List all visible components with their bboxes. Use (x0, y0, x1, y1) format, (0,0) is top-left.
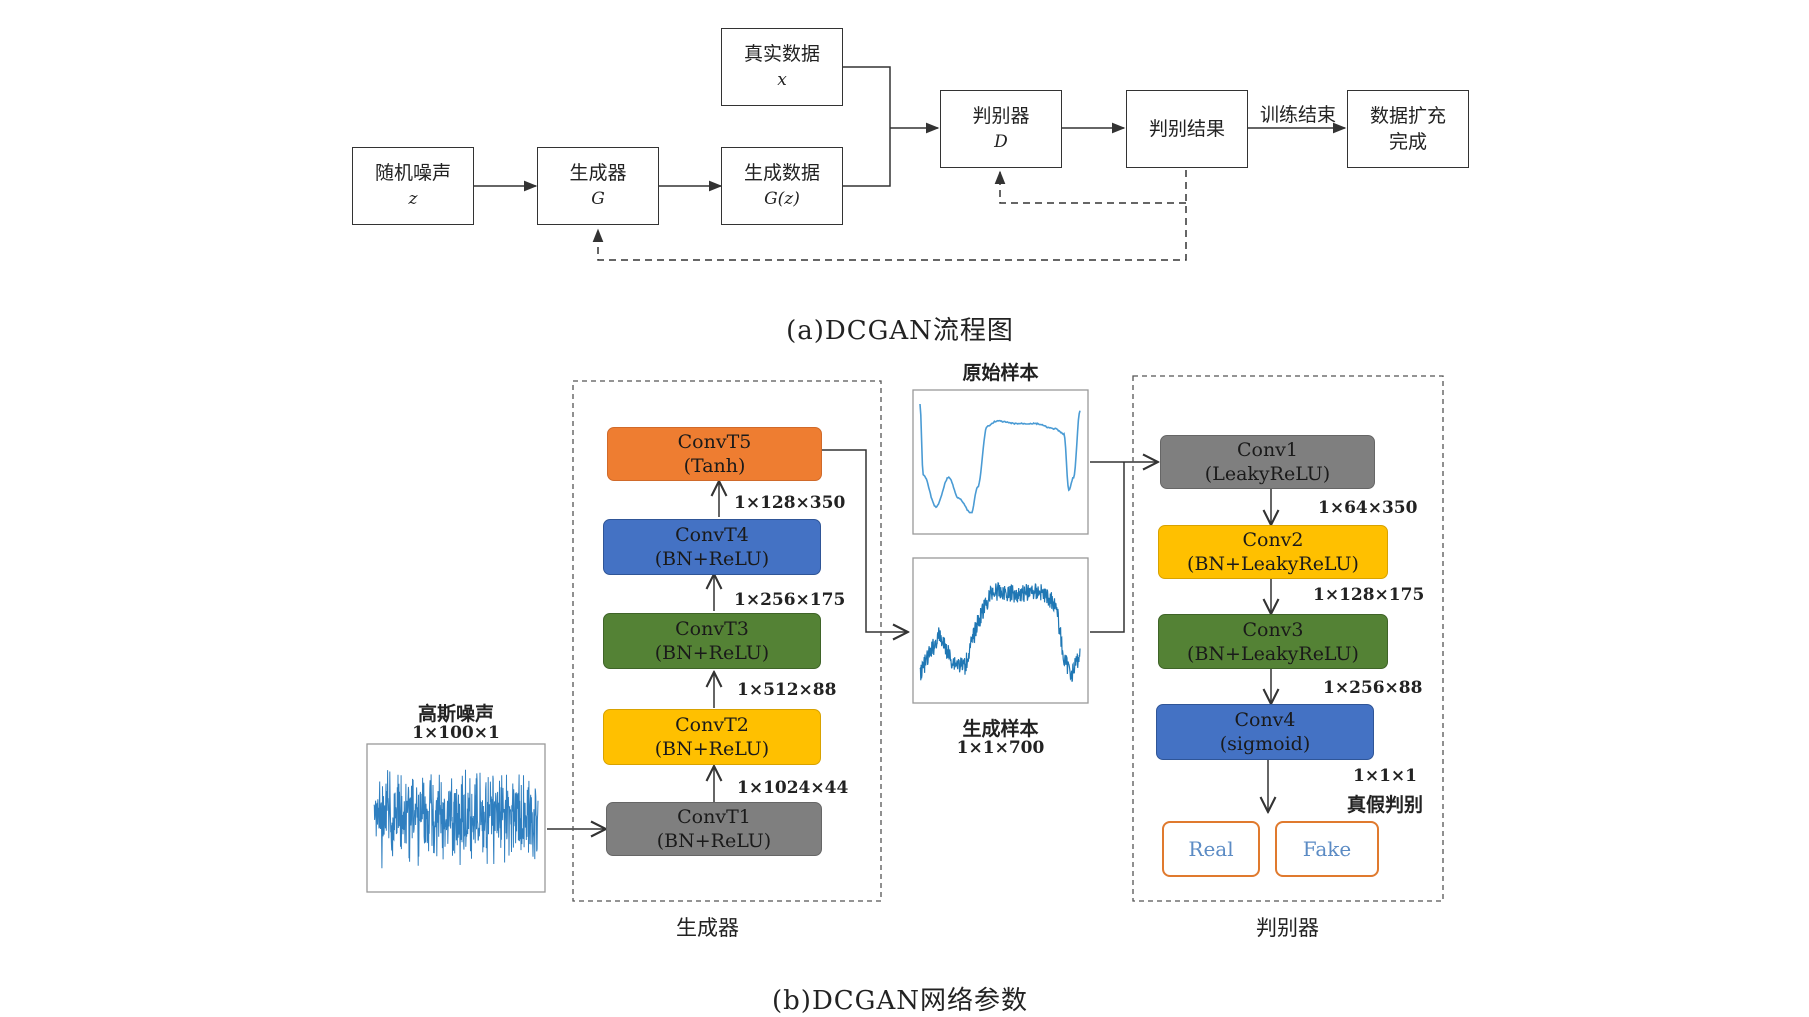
layer-conv3: Conv3 (BN+LeakyReLU) (1158, 614, 1388, 669)
real-data-box: 真实数据 x (721, 28, 843, 106)
layer-conv3-name: Conv3 (1242, 618, 1304, 641)
layer-convt2: ConvT2 (BN+ReLU) (603, 709, 821, 765)
layer-convt5-act: (Tanh) (683, 455, 746, 477)
generator-label: 生成器 (569, 162, 627, 184)
line-realdata-merge (843, 66, 891, 128)
layer-convt4-name: ConvT4 (675, 524, 749, 546)
layer-conv2: Conv2 (BN+LeakyReLU) (1158, 525, 1388, 579)
discriminator-box: 判别器 D (940, 90, 1062, 168)
output-label: 真假判别 (1346, 794, 1423, 816)
layer-conv2-name: Conv2 (1242, 529, 1304, 551)
caption-a: (a)DCGAN流程图 (786, 316, 1014, 346)
layer-conv3-act: (BN+LeakyReLU) (1187, 642, 1359, 665)
layer-convt3-act: (BN+ReLU) (654, 642, 770, 664)
gaussian-noise-signal (373, 769, 539, 869)
caption-b: (b)DCGAN网络参数 (772, 986, 1028, 1016)
generated-sample-title: 生成样本 (962, 718, 1039, 740)
layer-conv4-name: Conv4 (1234, 709, 1296, 731)
line-generated-to-discriminator (1090, 462, 1125, 633)
layer-conv1-name: Conv1 (1236, 439, 1299, 461)
done-line2: 完成 (1388, 131, 1427, 153)
generator-symbol: G (591, 189, 605, 209)
generated-sample-dim: 1×1×700 (956, 738, 1045, 758)
original-sample-image-frame (912, 389, 1089, 535)
gaussian-noise-dim: 1×100×1 (412, 723, 500, 743)
layer-convt1-name: ConvT1 (677, 806, 751, 828)
generator-box: 生成器 G (537, 147, 659, 225)
generated-data-label: 生成数据 (743, 162, 820, 184)
result-label: 判别结果 (1148, 118, 1225, 140)
layer-conv2-act: (BN+LeakyReLU) (1187, 553, 1359, 575)
real-data-symbol: x (777, 70, 787, 90)
dashed-feedback-discriminator (994, 170, 1186, 204)
output-dim: 1×1×1 (1353, 766, 1417, 786)
random-noise-symbol: z (408, 189, 418, 209)
line-gendata-merge (843, 128, 891, 187)
layer-convt4: ConvT4 (BN+ReLU) (603, 519, 821, 575)
disc-dim-1: 1×64×350 (1318, 498, 1418, 518)
layer-convt4-act: (BN+ReLU) (654, 548, 770, 570)
layer-convt2-act: (BN+ReLU) (654, 738, 770, 760)
gen-dim-1: 1×128×350 (734, 493, 846, 513)
arrow-convt5-to-generated (822, 449, 908, 632)
output-fake-box: Fake (1275, 821, 1379, 877)
generator-frame (572, 380, 882, 902)
generated-sample-signal (919, 581, 1081, 682)
layer-convt1-act: (BN+ReLU) (656, 830, 772, 852)
done-box: 数据扩充 完成 (1347, 90, 1469, 168)
disc-dim-3: 1×256×88 (1323, 678, 1423, 698)
layer-convt3-name: ConvT3 (675, 618, 749, 640)
disc-dim-2: 1×128×175 (1313, 585, 1425, 605)
original-sample-title: 原始样本 (962, 362, 1039, 384)
random-noise-box: 随机噪声 z (352, 147, 474, 225)
gaussian-noise-title: 高斯噪声 (417, 703, 494, 725)
generated-data-symbol: G(z) (764, 189, 800, 209)
result-box: 判别结果 (1126, 90, 1248, 168)
layer-convt5-name: ConvT5 (677, 431, 752, 453)
train-end-label: 训练结束 (1259, 104, 1336, 126)
layer-conv1-act: (LeakyReLU) (1204, 463, 1331, 485)
layer-convt5: ConvT5 (Tanh) (607, 427, 822, 481)
dashed-feedback-generator (592, 170, 1187, 261)
layer-conv4-act: (sigmoid) (1219, 733, 1311, 755)
gen-dim-4: 1×1024×44 (737, 778, 849, 798)
layer-convt1: ConvT1 (BN+ReLU) (606, 802, 822, 856)
gen-dim-2: 1×256×175 (734, 590, 846, 610)
discriminator-label: 判别器 (972, 105, 1030, 127)
layer-convt3: ConvT3 (BN+ReLU) (603, 613, 821, 669)
gen-dim-3: 1×512×88 (737, 680, 837, 700)
done-line1: 数据扩充 (1369, 105, 1446, 127)
discriminator-frame (1132, 375, 1444, 902)
generated-data-box: 生成数据 G(z) (721, 147, 843, 225)
discriminator-symbol: D (994, 132, 1008, 152)
layer-conv4: Conv4 (sigmoid) (1156, 704, 1374, 760)
layer-convt2-name: ConvT2 (675, 714, 749, 736)
layer-conv1: Conv1 (LeakyReLU) (1160, 435, 1375, 489)
output-real-box: Real (1162, 821, 1260, 877)
generator-section-label: 生成器 (676, 916, 739, 940)
real-data-label: 真实数据 (743, 43, 820, 65)
random-noise-label: 随机噪声 (374, 162, 451, 184)
discriminator-section-label: 判别器 (1256, 916, 1319, 940)
original-sample-signal (919, 403, 1081, 514)
